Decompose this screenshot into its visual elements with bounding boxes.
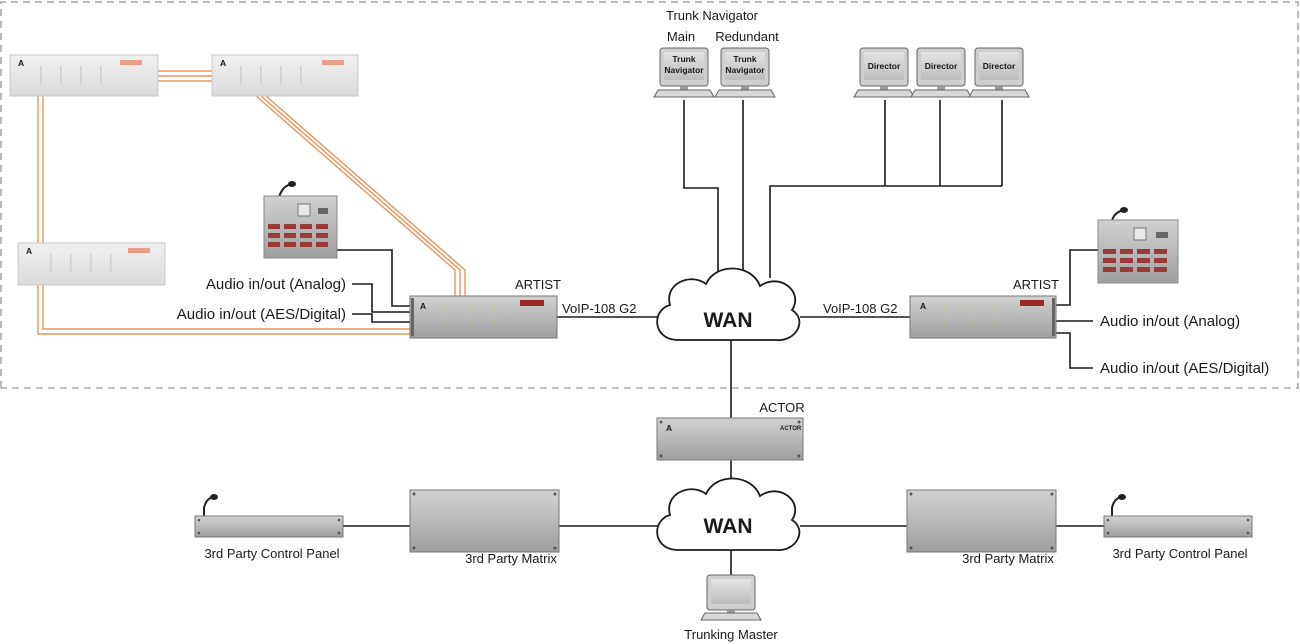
svg-text:A: A (26, 246, 32, 256)
fiber-links (37, 70, 466, 335)
svg-text:Director: Director (925, 61, 958, 71)
computer-icon: Trunk Navigator (653, 47, 715, 98)
third-party-matrix-right (906, 489, 1057, 553)
microphone-icon (1111, 496, 1123, 516)
trunk-navigator-redundant-label: Redundant (715, 29, 779, 44)
audio-digital-label-right: Audio in/out (AES/Digital) (1100, 360, 1269, 377)
third-party-matrix-left (409, 489, 560, 553)
svg-text:A: A (420, 301, 426, 311)
artist-label-right: ARTIST (1013, 277, 1059, 292)
trunk-navigator-main-label: Main (667, 29, 695, 44)
artist-device-right: A (909, 295, 1057, 339)
wan-cloud-top (656, 267, 801, 341)
svg-text:A: A (920, 301, 926, 311)
computer-icon: Trunk Navigator (714, 47, 776, 98)
actor-device: A ACTOR (656, 417, 804, 461)
svg-text:Director: Director (983, 61, 1016, 71)
svg-text:Director: Director (868, 61, 901, 71)
svg-text:Trunk: Trunk (733, 54, 756, 64)
svg-text:A: A (666, 423, 672, 433)
site-boundary (0, 1, 1299, 389)
voip-label-right: VoIP-108 G2 (823, 301, 897, 316)
matrix-right-label: 3rd Party Matrix (962, 551, 1054, 566)
third-party-control-panel-right (1103, 494, 1253, 538)
control-panel-left (263, 181, 338, 259)
artist-label-left: ARTIST (515, 277, 561, 292)
wan-label-top: WAN (704, 309, 753, 332)
control-panel-left-label: 3rd Party Control Panel (204, 546, 339, 561)
svg-text:A: A (220, 58, 226, 68)
audio-analog-label-left: Audio in/out (Analog) (206, 276, 346, 293)
control-panel-right-label: 3rd Party Control Panel (1112, 546, 1247, 561)
wan-cloud-bottom (656, 477, 801, 551)
rack-unit: A (17, 242, 166, 286)
voip-label-left: VoIP-108 G2 (562, 301, 636, 316)
svg-text:Navigator: Navigator (725, 65, 765, 75)
computer-icon: Director (968, 47, 1030, 98)
artist-device-left: A (409, 295, 558, 339)
rack-unit: A (211, 54, 359, 97)
computer-icon: Director (910, 47, 972, 98)
svg-text:Trunk: Trunk (672, 54, 695, 64)
audio-digital-label-left: Audio in/out (AES/Digital) (177, 306, 346, 323)
audio-analog-label-right: Audio in/out (Analog) (1100, 313, 1240, 330)
rack-unit: A (9, 54, 159, 97)
computer-icon: Director (853, 47, 915, 98)
trunking-master-label: Trunking Master (684, 627, 778, 642)
microphone-icon (203, 496, 215, 516)
third-party-control-panel-left (194, 494, 344, 538)
actor-label: ACTOR (759, 400, 804, 415)
trunk-navigator-title: Trunk Navigator (666, 8, 759, 23)
control-panel-right (1097, 207, 1179, 284)
svg-text:Navigator: Navigator (664, 65, 704, 75)
network-wires (337, 100, 1104, 575)
svg-text:ACTOR: ACTOR (780, 426, 802, 432)
svg-text:A: A (18, 58, 24, 68)
wan-label-bottom: WAN (704, 515, 753, 538)
matrix-left-label: 3rd Party Matrix (465, 551, 557, 566)
computer-icon (700, 574, 762, 621)
